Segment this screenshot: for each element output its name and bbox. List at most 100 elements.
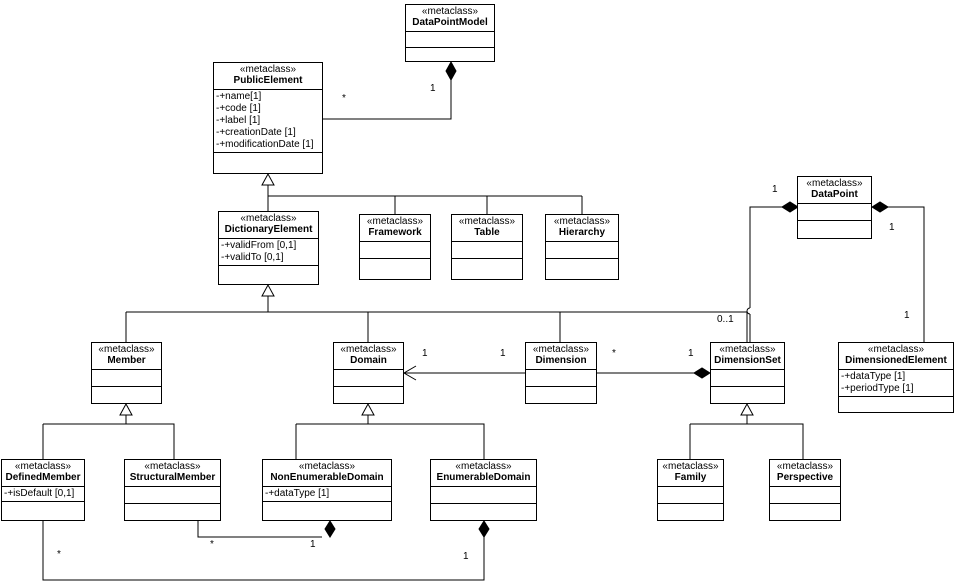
- class-definedmember[interactable]: «metaclass» DefinedMember -+isDefault [0…: [1, 459, 85, 521]
- class-name: Perspective: [776, 472, 834, 483]
- attribute: -+isDefault [0,1]: [4, 488, 75, 499]
- class-name: Framework: [368, 227, 422, 238]
- class-name: StructuralMember: [129, 472, 216, 483]
- multiplicity-label: *: [612, 348, 616, 359]
- stereotype-label: «metaclass»: [240, 213, 297, 224]
- stereotype-label: «metaclass»: [340, 344, 397, 355]
- class-header: «metaclass» DictionaryElement: [219, 212, 318, 239]
- navigation-arrow-domain: [403, 365, 417, 381]
- composition-diamond-datapoint-right: [871, 201, 889, 213]
- generalization-branch-member: [43, 423, 175, 459]
- multiplicity-label: 0..1: [717, 314, 734, 325]
- class-family[interactable]: «metaclass» Family: [657, 459, 724, 521]
- attribute: -+dataType [1]: [841, 371, 906, 382]
- class-header: «metaclass» Hierarchy: [546, 215, 618, 242]
- stereotype-label: «metaclass»: [776, 461, 834, 472]
- composition-line-model-public: [322, 80, 452, 120]
- class-header: «metaclass» DefinedMember: [2, 460, 84, 487]
- attributes-compartment: [334, 370, 403, 387]
- class-header: «metaclass» Family: [658, 460, 723, 487]
- attribute: -+label [1]: [216, 115, 261, 126]
- attribute: -+validFrom [0,1]: [221, 240, 297, 251]
- generalization-arrowhead-dictionary: [261, 283, 275, 297]
- class-member[interactable]: «metaclass» Member: [91, 342, 162, 404]
- class-nonenumerabledomain[interactable]: «metaclass» NonEnumerableDomain -+dataTy…: [262, 459, 392, 521]
- multiplicity-label: 1: [430, 83, 436, 94]
- stereotype-label: «metaclass»: [806, 178, 863, 189]
- class-header: «metaclass» DimensionSet: [711, 343, 784, 370]
- class-datapoint[interactable]: «metaclass» DataPoint: [797, 176, 872, 239]
- class-framework[interactable]: «metaclass» Framework: [359, 214, 431, 280]
- class-table[interactable]: «metaclass» Table: [451, 214, 523, 280]
- multiplicity-label: *: [210, 539, 214, 550]
- stereotype-label: «metaclass»: [144, 461, 201, 472]
- class-enumerabledomain[interactable]: «metaclass» EnumerableDomain: [430, 459, 537, 521]
- attributes-compartment: [770, 487, 840, 504]
- attributes-compartment: -+validFrom [0,1] -+validTo [0,1]: [219, 239, 318, 266]
- stereotype-label: «metaclass»: [298, 461, 356, 472]
- attributes-compartment: -+name[1] -+code [1] -+label [1] -+creat…: [214, 90, 322, 153]
- composition-line-defined-enum: [42, 521, 485, 581]
- multiplicity-label: 1: [889, 222, 895, 233]
- class-name: DimensionedElement: [845, 355, 947, 366]
- class-dictionaryelement[interactable]: «metaclass» DictionaryElement -+validFro…: [218, 211, 319, 285]
- generalization-branch-dimset: [690, 423, 804, 459]
- attributes-compartment: [431, 487, 536, 504]
- attribute: -+validTo [0,1]: [221, 252, 284, 263]
- stereotype-label: «metaclass»: [421, 6, 479, 17]
- class-header: «metaclass» DataPointModel: [406, 5, 494, 32]
- class-name: NonEnumerableDomain: [270, 472, 384, 483]
- composition-diamond-nonenum: [324, 520, 336, 538]
- class-header: «metaclass» NonEnumerableDomain: [263, 460, 391, 487]
- generalization-arrowhead-domain: [361, 402, 375, 416]
- class-name: DefinedMember: [5, 472, 81, 483]
- attributes-compartment: [711, 370, 784, 387]
- attributes-compartment: [798, 204, 871, 221]
- attributes-compartment: [546, 242, 618, 259]
- stereotype-label: «metaclass»: [14, 461, 72, 472]
- generalization-branch-domain: [296, 423, 485, 459]
- class-datapointmodel[interactable]: «metaclass» DataPointModel: [405, 4, 495, 62]
- attributes-compartment: [92, 370, 161, 387]
- stereotype-label: «metaclass»: [719, 344, 776, 355]
- class-name: DictionaryElement: [224, 224, 313, 235]
- attributes-compartment: [452, 242, 522, 259]
- class-structuralmember[interactable]: «metaclass» StructuralMember: [124, 459, 221, 521]
- attributes-compartment: [406, 32, 494, 48]
- class-dimensionedelement[interactable]: «metaclass» DimensionedElement -+dataTyp…: [838, 342, 954, 413]
- attribute: -+periodType [1]: [841, 383, 914, 394]
- attributes-compartment: [125, 487, 220, 504]
- class-name: Domain: [350, 355, 387, 366]
- multiplicity-label: 1: [463, 551, 469, 562]
- generalization-arrowhead-public: [261, 172, 275, 186]
- class-perspective[interactable]: «metaclass» Perspective: [769, 459, 841, 521]
- composition-line-structural-nonenum: [197, 521, 322, 538]
- class-dimensionset[interactable]: «metaclass» DimensionSet: [710, 342, 785, 404]
- class-hierarchy[interactable]: «metaclass» Hierarchy: [545, 214, 619, 280]
- attribute: -+name[1]: [216, 91, 262, 102]
- attribute: -+creationDate [1]: [216, 127, 296, 138]
- class-header: «metaclass» Dimension: [526, 343, 596, 370]
- composition-diamond-datapointmodel: [445, 60, 457, 82]
- attributes-compartment: -+dataType [1]: [263, 487, 391, 502]
- class-name: PublicElement: [233, 75, 303, 86]
- class-domain[interactable]: «metaclass» Domain: [333, 342, 404, 404]
- attributes-compartment: -+isDefault [0,1]: [2, 487, 84, 502]
- composition-diamond-dimset: [693, 367, 711, 379]
- stereotype-label: «metaclass»: [455, 461, 512, 472]
- class-header: «metaclass» StructuralMember: [125, 460, 220, 487]
- multiplicity-label: 1: [904, 310, 910, 321]
- attributes-compartment: [526, 370, 596, 387]
- class-dimension[interactable]: «metaclass» Dimension: [525, 342, 597, 404]
- class-publicelement[interactable]: «metaclass» PublicElement -+name[1] -+co…: [213, 62, 323, 174]
- stereotype-label: «metaclass»: [662, 461, 719, 472]
- class-name: DimensionSet: [714, 355, 781, 366]
- class-name: EnumerableDomain: [436, 472, 531, 483]
- class-header: «metaclass» EnumerableDomain: [431, 460, 536, 487]
- class-name: Dimension: [535, 355, 587, 366]
- attributes-compartment: [360, 242, 430, 259]
- class-header: «metaclass» Table: [452, 215, 522, 242]
- stereotype-label: «metaclass»: [366, 216, 424, 227]
- attributes-compartment: -+dataType [1] -+periodType [1]: [839, 370, 953, 397]
